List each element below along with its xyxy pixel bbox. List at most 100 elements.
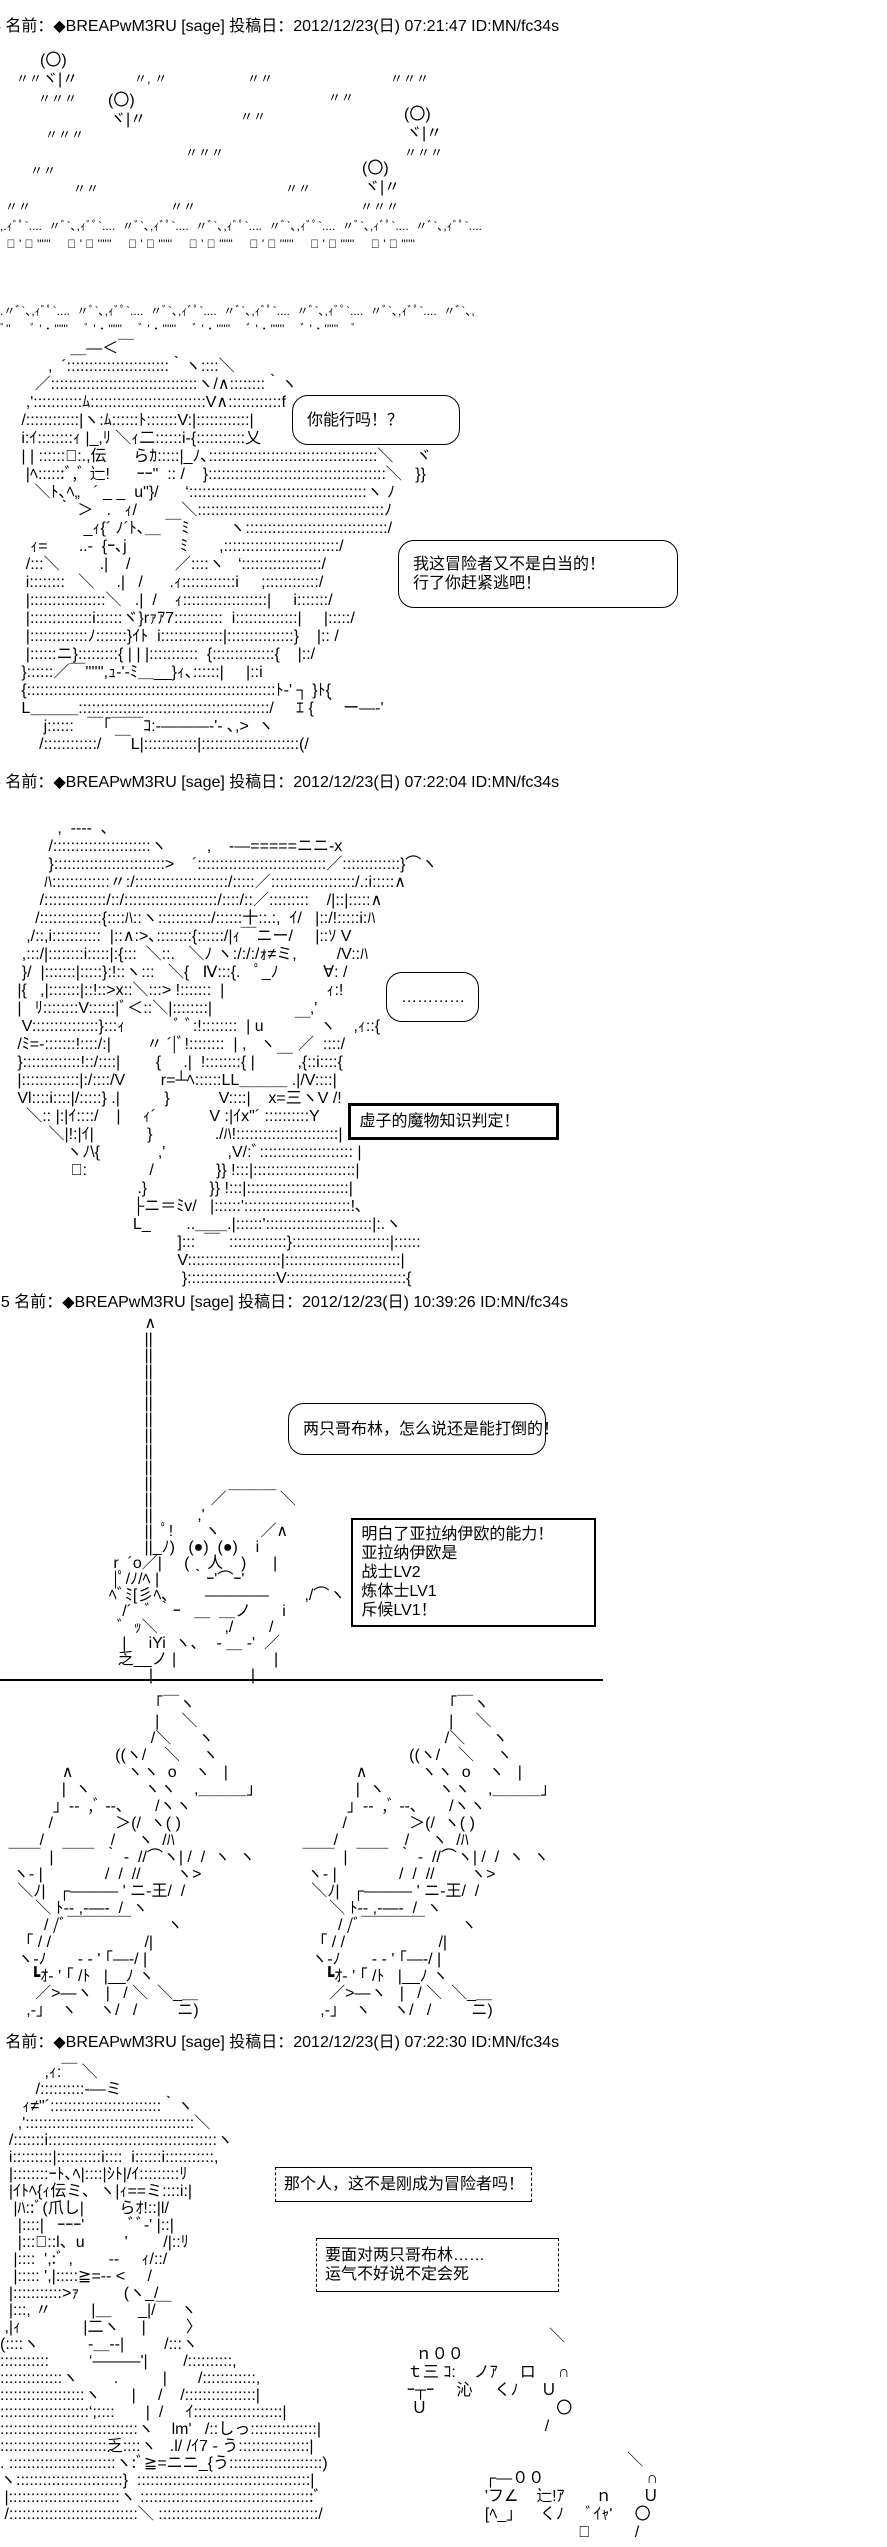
art-line: ﾊ:::::::::::::〃:/:::::::::::::::::::::/:…	[4, 874, 407, 891]
speech-bubble: 你能行吗！？	[291, 395, 460, 445]
art-line: }/ |:::::::|:::::}:!::ヽ::: ＼{ Ⅳ:::{. ﾟ_ﾉ…	[4, 964, 348, 981]
art-line: | ﾘ::::::::V::::::|ﾞ＜::＼|::::::::| ,'	[4, 1000, 318, 1017]
art-line: ||	[100, 1459, 153, 1476]
thought-text: 要面对两只哥布林……	[325, 2247, 486, 2264]
post-header: 4 名前：◆BREAPwM3RU [sage] 投稿日：2012/12/23(日…	[0, 18, 560, 35]
art-line: /ﾐ=-:::::::!::::/:| 〃 ´|ﾞ!:::::::: | , ヽ…	[4, 1036, 346, 1053]
art-line: (::::ヽ ‐＿--| /:::ヽ	[0, 2336, 198, 2353]
art-line: ＼ﾉ| ┌――― ' ニ‐王/ /	[298, 1883, 480, 1900]
art-line: |:::: ',:ﾞ , ‐‐ ｨ/::/	[0, 2251, 168, 2268]
art-line: ＼ﾉ| ┌――― ' ニ‐王/ /	[4, 1883, 186, 1900]
art-line: ]::: ￣ :::::::::::::}:::::::::::::::::::…	[4, 1234, 421, 1251]
art-line: | ヽ ヽヽ ,＿＿＿」	[4, 1781, 263, 1798]
art-line: |:::, 〃 |＿ _|/￣ ヽ	[0, 2302, 197, 2319]
art-line: || ﾟ! ヽ ／∧	[100, 1523, 289, 1540]
art-line: | |	[100, 1667, 256, 1684]
art-line: /´ ﾞ ｀ｰ ＿ ＿ノ i	[100, 1603, 286, 1620]
art-line: 乏__ノ | |	[100, 1651, 279, 1668]
post-header: 35 名前：◆BREAPwM3RU [sage] 投稿日：2012/12/23(…	[0, 1294, 569, 1311]
post-header: 7 名前：◆BREAPwM3RU [sage] 投稿日：2012/12/23(日…	[0, 2034, 560, 2051]
art-line: ｨ= ..- {ｰ､j ﾐ ,:::::::::::::::::::::::::…	[8, 538, 344, 555]
art-line: r ´o／| ( 人 ) |	[100, 1555, 278, 1572]
art-line: ||	[100, 1411, 153, 1428]
art-line: ┗ｵ‐ ' ｢ /ﾄ |__ﾉ ヽ	[4, 1968, 155, 1985]
speech-text: 你能行吗！？	[306, 411, 403, 429]
grass-mark: 〃〃	[16, 71, 43, 86]
art-line: .〃ﾞ`､,ｨﾞﾟ`.... 〃ﾞ`､,ｨﾞﾟ`.... 〃ﾞ`､,ｨﾞﾟ`..…	[0, 304, 475, 318]
speech-text: 我这冒险者又不是白当的！	[413, 556, 606, 573]
art-line: |::::::::::::::i::::::ヾ}rｧｱ7::::::::::: …	[8, 610, 355, 627]
art-line: i:ｲ::::::::ｨ |_,ﾘ ＼ｨ二::::::i-{::::::::::…	[8, 430, 262, 447]
art-line: 'フ∠ 辷!ｱ ｎ Ｕ	[476, 2488, 659, 2505]
art-line: ,/::,i::::::::::: |::∧:>､::::::::{::::::…	[4, 928, 352, 945]
art-line: ||	[100, 1347, 153, 1364]
art-line: |{ ,|:::::::|::!::>x::＼:::> !::::::: | ｨ…	[4, 982, 344, 999]
speech-text: …………	[401, 988, 466, 1006]
art-line: ﾞ: / }} !:::|:::::::::::::::::::::::|	[4, 1162, 360, 1179]
goblin-sword-ascii-art: ∧ || || || || || || || || || || ＿＿＿ || ／…	[100, 1316, 345, 1684]
speech-text: 两只哥布林，怎么说还是能打倒的！	[303, 1420, 560, 1438]
art-line: }:::::::::::::!::/::::| { .| !::::::::{ …	[4, 1054, 343, 1071]
art-line: /::::::::::::::{::::ﾊ::ヽ::::::::::::/:::…	[4, 910, 376, 927]
speech-bubble: …………	[386, 972, 480, 1022]
sound-effect-art: ＼ ┌―００ ∩ 'フ∠ 辷!ｱ ｎ Ｕ [ﾍ_」 くﾉ ﾞｲｬ' 〇 ﾟ /	[476, 2452, 659, 2542]
art-line: ||	[100, 1427, 153, 1444]
art-line: }::::::／￣'''''',ｭ‐'‐ﾐ＿__}ｨ､::::::| |::i	[8, 664, 263, 681]
art-line: ,:::/|::::::::i:::::|:{::: ＼::. ＼ﾉ ヽ:/:/…	[4, 946, 369, 963]
art-line: /	[398, 2418, 550, 2435]
art-line: ＼|!:|ｲ| } ./ﾊ!:::::::::::::::::::::::|	[4, 1126, 343, 1143]
grass-mark: 〃〃	[73, 181, 100, 196]
thought-text: 那个人，这不是刚成为冒险者吗！	[284, 2176, 525, 2193]
art-line: ∧ ヽヽ o ヽ |	[298, 1764, 522, 1781]
flower-stem: ヾ|〃	[406, 125, 443, 142]
art-line: /::::::::::::::/::/:::::::::::::::::::::…	[4, 892, 383, 909]
art-line: |ﾊ::ﾞ(爪し| らｵ!::|l/	[0, 2200, 169, 2217]
art-line: ┌―００ ∩	[476, 2470, 658, 2487]
art-line: /＼ ヽ	[4, 1730, 214, 1747]
art-line: ((ヽ/ ＼ ヽ	[298, 1747, 513, 1764]
wave-line-art: ,.ｨﾞﾟ`.... 〃ﾞ`､,ｨﾞﾟ`.... 〃ﾞ`､,ｨﾞﾟ`.... 〃…	[0, 220, 482, 256]
grass-mark: 〃〃	[328, 90, 355, 105]
art-line: /:::::::i:::::::::::::::::::::::::::::::…	[0, 2132, 233, 2149]
art-line: ::::::::::::::ヽ . | /::::::::::::,	[0, 2370, 261, 2387]
narration-box: 虚子的魔物知识判定！	[348, 1103, 560, 1140]
status-line: 战士LV2	[361, 1564, 421, 1581]
art-line: ,':::::::::::ﾑ::::::::::::::::::::::::::…	[8, 394, 286, 411]
art-line: ／>―ヽ | / ＼ ＼_＿	[4, 1985, 198, 2002]
grass-mark: 〃〃〃	[185, 145, 225, 160]
art-line: |::::: ',|:::::≧=-- < /	[0, 2268, 152, 2285]
art-line: ::::::::::::::::::::‘;:::: | / ｲ::::::::…	[0, 2404, 287, 2421]
art-line: ,ｨ:￣ ＼	[0, 2064, 98, 2081]
art-line: | ＼	[4, 1713, 198, 1730]
speech-text: 行了你赶紧逃吧！	[413, 575, 542, 592]
art-line: ((ヽ/ ＼ ヽ	[4, 1747, 219, 1764]
art-line: ||	[100, 1331, 153, 1348]
art-line: /::::::::::::|ヽ:ﾑ::::::ﾄ:::::::V:|::::::…	[8, 412, 254, 429]
art-line: /::::::::::::/ ￣L|::::::::::::|:::::::::…	[8, 736, 309, 753]
art-line: || ＿＿＿	[100, 1475, 277, 1492]
art-line: ﾍﾞﾐ[彡ﾍ､ ―――― ,/⌒ヽ	[100, 1587, 346, 1604]
art-line: / /ﾞ￣￣￣￣ ヽ	[298, 1917, 477, 1934]
art-line: ｢￣ヽ	[4, 1696, 196, 1713]
art-line: Ｕ 〇	[398, 2400, 573, 2417]
art-line: ::::::::::: ‘―――'| /::::::::::,	[0, 2353, 237, 2370]
art-line: / ＞(/ ヽ( )	[298, 1815, 475, 1832]
art-line: ＼:: |:|ｲ::::/ | ｨ´ V :|ｲx"´ ::::::::::Y	[4, 1108, 320, 1125]
art-line: ヽ‐ | / / // ヽ>	[4, 1866, 202, 1883]
art-line: | ヽ ヽヽ ,＿＿＿」	[298, 1781, 557, 1798]
flower-head: (〇)	[404, 106, 431, 123]
art-line: ヽ‐ | / / // ヽ>	[298, 1866, 496, 1883]
art-line: ||	[100, 1395, 153, 1412]
art-line: }::::::::::::::::::::V::::::::::::::::::…	[4, 1270, 412, 1287]
art-line: ||	[100, 1363, 153, 1380]
grass-mark: 〃〃〃	[390, 71, 430, 86]
flower-head: (〇)	[108, 92, 135, 109]
art-line: ｰ┬ｰ 沁 くﾉ Ｕ	[398, 2382, 557, 2399]
art-line: ∧	[100, 1315, 157, 1332]
art-line: i:::::::: ＼ .| / .ｨ::::::::::::i ;::::::…	[8, 574, 324, 591]
art-line: 」‐- ,ﾞ ‐-､ /ヽヽ	[298, 1798, 486, 1815]
goblin-ascii-art: ｢￣ヽ | ＼ /＼ ヽ ((ヽ/ ＼ ヽ ∧ ヽヽ o ヽ | | ヽ ヽヽ	[4, 1696, 262, 2019]
art-line: ＼ ﾄ‐‐ ,‐―‐ / ヽ	[4, 1900, 148, 1917]
art-line: |ﾍ::::::ﾞ,ﾞ 辷! ｰｰ" :: / }:::::::::::::::…	[8, 466, 426, 483]
art-line: |:::::::::::>ｧ (ヽ_/	[0, 2285, 159, 2302]
